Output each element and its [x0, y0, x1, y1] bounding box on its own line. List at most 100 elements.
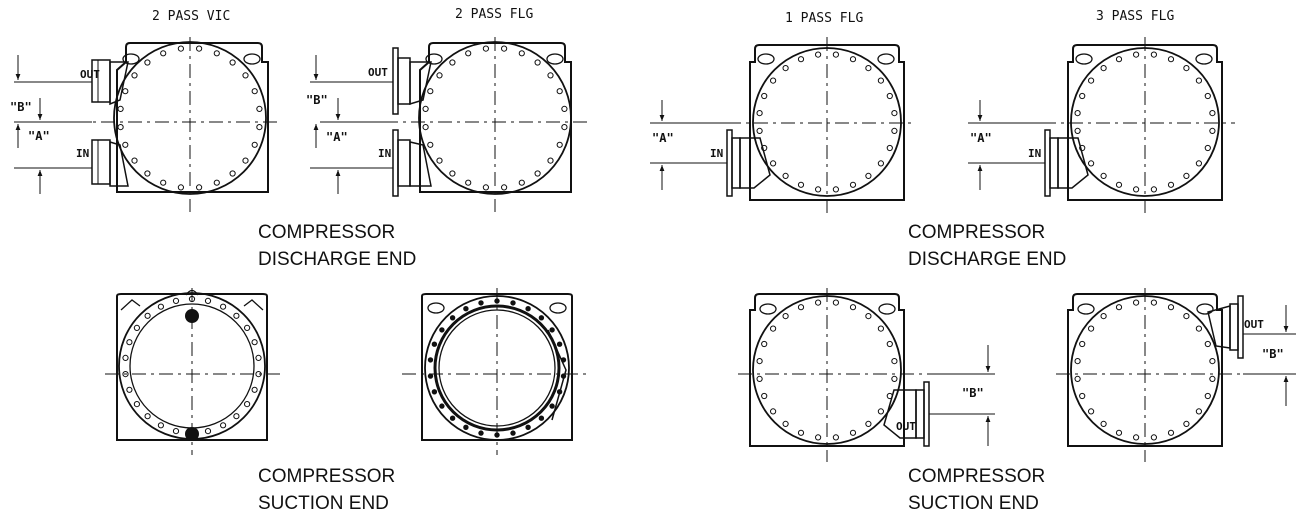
- suction-view-1-pass: OUT "B": [738, 288, 995, 462]
- view-title: 3 PASS FLG: [1096, 9, 1174, 24]
- bolt-hole: [1204, 340, 1211, 348]
- bolt-hole: [865, 420, 872, 427]
- bolt-hole: [122, 141, 129, 148]
- out-nozzle-flange: [883, 381, 930, 447]
- bolt-ring: [756, 51, 898, 193]
- bolt-hole: [782, 65, 789, 72]
- in-label: IN: [1028, 147, 1041, 160]
- bolt-hole: [229, 170, 236, 177]
- bolt-hole: [1183, 65, 1190, 72]
- dimension-lines: [650, 100, 727, 190]
- bolt-hole: [196, 184, 203, 191]
- bolt-hole: [244, 401, 251, 408]
- view-title: 2 PASS FLG: [455, 7, 533, 22]
- bolt-hole: [251, 141, 258, 148]
- bolt-hole: [865, 65, 872, 72]
- dimension-lines: [14, 55, 92, 194]
- bolt-hole: [549, 327, 555, 333]
- bolt-hole: [131, 157, 138, 164]
- centerlines: [20, 37, 280, 212]
- bolt-hole: [501, 45, 508, 52]
- bolt-ring: [756, 299, 898, 441]
- bolt-hole: [1100, 313, 1107, 320]
- bolt-hole: [886, 340, 893, 348]
- bolt-hole: [436, 72, 443, 79]
- bolt-hole: [877, 408, 885, 415]
- bolt-hole: [1074, 375, 1081, 382]
- bolt-hole: [1115, 429, 1123, 436]
- bolt-hole: [770, 408, 777, 415]
- bolt-hole: [815, 186, 822, 193]
- dimension-a-label: "A": [326, 130, 348, 144]
- bolt-hole: [1204, 392, 1211, 400]
- bolt-hole: [1079, 340, 1086, 348]
- bolt-hole: [482, 184, 489, 191]
- dimension-a-label: "A": [28, 129, 50, 143]
- bolt-hole: [877, 77, 885, 84]
- bolt-hole: [117, 124, 124, 131]
- caption-line-2: SUCTION END: [908, 493, 1039, 514]
- bolt-hole: [244, 324, 251, 331]
- bolt-hole: [427, 141, 434, 148]
- bolt-hole: [463, 306, 469, 312]
- bolt-hole: [1088, 160, 1095, 167]
- bolt-hole: [1183, 420, 1190, 427]
- bolt-hole: [1088, 408, 1095, 415]
- out-nozzle-victaulic: [91, 59, 129, 106]
- bolt-hole: [549, 403, 555, 409]
- bolt-hole: [213, 179, 220, 186]
- caption-line-2: DISCHARGE END: [258, 249, 416, 270]
- bolt-hole: [144, 170, 151, 177]
- caption-suction-left: COMPRESSOR SUCTION END: [258, 466, 395, 514]
- bolt-hole: [1133, 51, 1140, 58]
- bolt-hole: [547, 157, 554, 164]
- bolt-hole: [242, 157, 249, 164]
- bolt-hole: [256, 124, 263, 131]
- dimension-lines: [929, 345, 995, 446]
- bolt-hole: [886, 144, 893, 152]
- bolt-hole: [177, 184, 184, 191]
- bolt-hole: [501, 184, 508, 191]
- bolt-hole: [756, 127, 763, 134]
- bolt-hole: [1150, 299, 1158, 306]
- bolt-hole: [891, 110, 898, 117]
- caption-line-2: DISCHARGE END: [908, 249, 1066, 270]
- bolt-hole: [797, 56, 805, 63]
- dimension-lines: [1243, 305, 1296, 406]
- bolt-hole: [1167, 304, 1175, 311]
- bolt-hole: [770, 160, 777, 167]
- bolt-hole: [431, 341, 438, 347]
- bolt-hole: [126, 339, 133, 346]
- dimension-b-label: "B": [1262, 347, 1284, 361]
- bolt-hole: [556, 141, 563, 148]
- bolt-hole: [220, 422, 227, 429]
- bolt-hole: [832, 51, 840, 58]
- out-nozzle-flange: [392, 47, 432, 115]
- bolt-hole: [849, 429, 857, 436]
- in-nozzle-flange: [392, 129, 432, 197]
- bolt-hole: [242, 72, 249, 79]
- bolt-hole: [449, 59, 456, 66]
- bolt-ring: [422, 45, 568, 191]
- bolt-hole: [478, 430, 484, 436]
- bolt-hole: [886, 92, 893, 100]
- bolt-hole: [510, 300, 516, 306]
- bolt-hole: [422, 124, 429, 131]
- bolt-hole: [449, 415, 456, 421]
- suction-view-vic: [105, 288, 280, 455]
- bolt-hole: [1167, 429, 1175, 436]
- bolt-hole: [1204, 92, 1211, 100]
- bolt-hole: [815, 434, 822, 441]
- bolt-hole: [1195, 77, 1203, 84]
- bolt-hole: [518, 179, 525, 186]
- bolt-ring: [1074, 299, 1216, 441]
- view-title: 1 PASS FLG: [785, 11, 863, 26]
- bolt-ring: [117, 45, 263, 191]
- in-label: IN: [378, 147, 391, 160]
- bolt-hole: [797, 304, 805, 311]
- bolt-hole: [891, 358, 898, 365]
- bolt-hole: [518, 50, 525, 57]
- bolt-hole: [1133, 299, 1140, 306]
- bolt-hole: [538, 415, 545, 421]
- bolt-hole: [463, 424, 469, 430]
